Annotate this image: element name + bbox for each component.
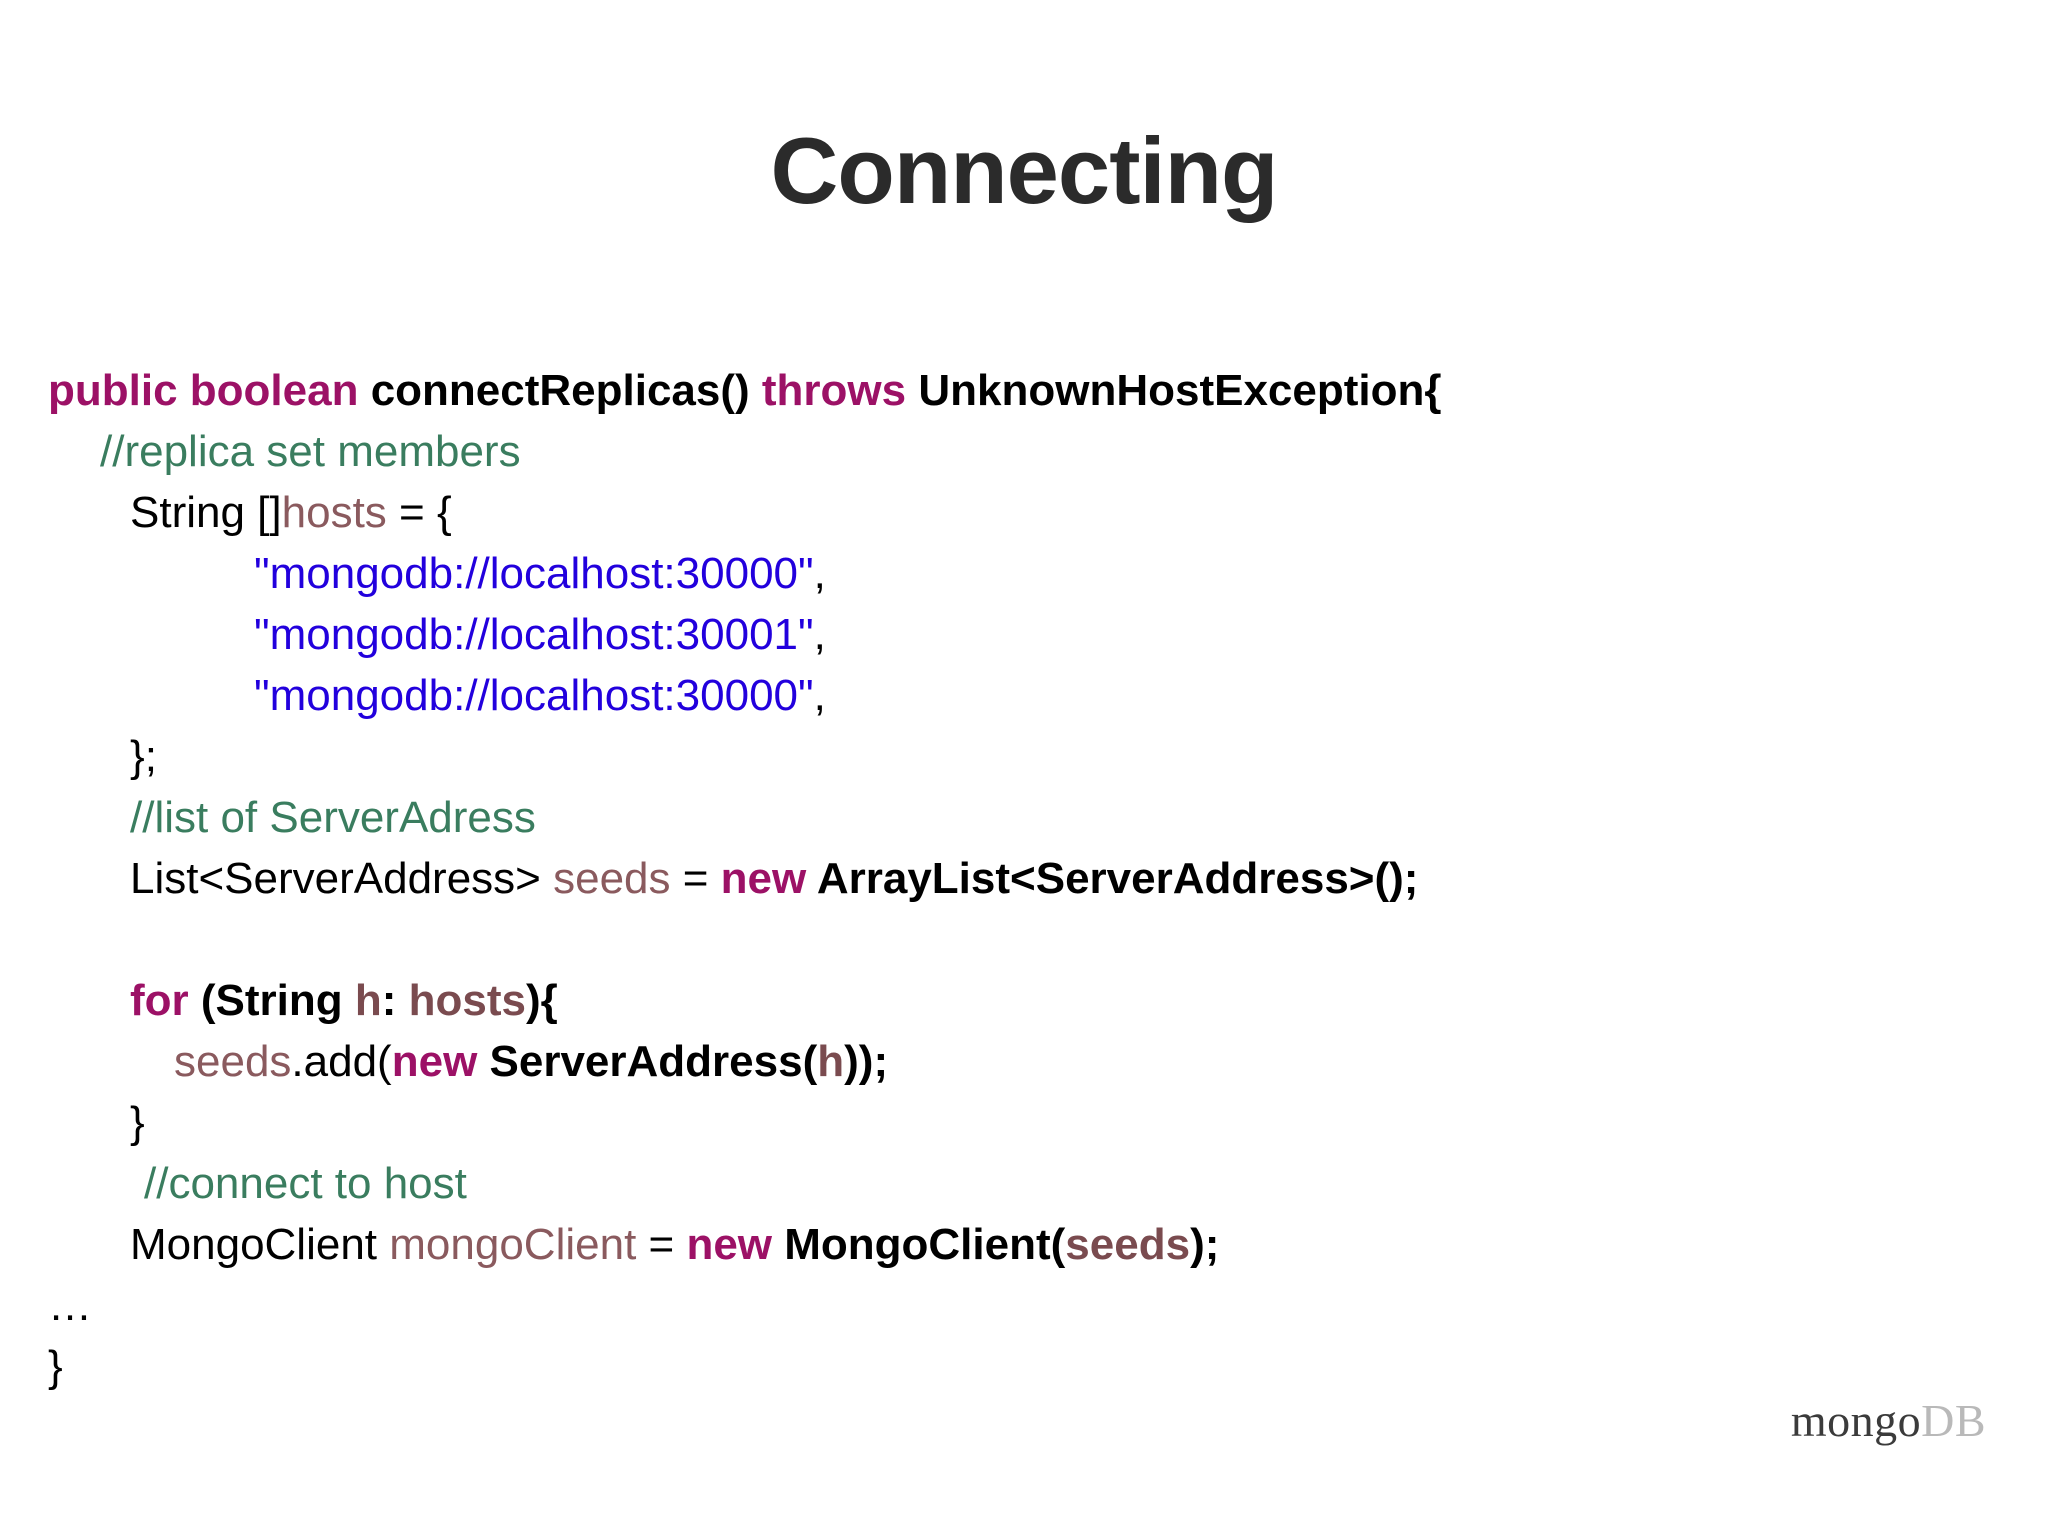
code-token: //list of ServerAdress — [130, 793, 536, 842]
code-token: seeds — [553, 854, 671, 903]
code-token: (String — [200, 976, 355, 1025]
code-token: ){ — [526, 976, 558, 1025]
code-token: "mongodb://localhost:30000" — [254, 549, 814, 598]
code-line: MongoClient mongoClient = new MongoClien… — [48, 1214, 1968, 1275]
code-line: //list of ServerAdress — [48, 787, 1968, 848]
code-token: connectReplicas() — [370, 366, 762, 415]
code-token: MongoClient — [130, 1220, 390, 1269]
code-line: … — [48, 1275, 1968, 1336]
code-token: : — [381, 976, 409, 1025]
code-token: hosts — [408, 976, 527, 1025]
code-line: } — [48, 1092, 1968, 1153]
code-token: = — [670, 854, 721, 903]
code-token: "mongodb://localhost:30001" — [254, 610, 814, 659]
code-token: seeds — [174, 1037, 292, 1086]
mongodb-logo: mongoDB — [1743, 1341, 1986, 1500]
code-token: h — [817, 1037, 845, 1086]
code-token: )); — [844, 1037, 889, 1086]
code-token: ArrayList<ServerAddress>(); — [816, 854, 1419, 903]
code-line: for (String h: hosts){ — [48, 970, 1968, 1031]
code-line: String []hosts = { — [48, 482, 1968, 543]
code-token: seeds — [1065, 1220, 1191, 1269]
code-token: UnknownHostException{ — [918, 366, 1442, 415]
code-token: new — [720, 854, 817, 903]
code-token: , — [813, 671, 826, 720]
page-title: Connecting — [770, 118, 1279, 223]
code-line: //replica set members — [48, 421, 1968, 482]
code-token: h — [354, 976, 382, 1025]
code-line: List<ServerAddress> seeds = new ArrayLis… — [48, 848, 1968, 909]
code-token: mongoClient — [389, 1220, 637, 1269]
code-token: , — [813, 549, 826, 598]
code-token: public boolean — [48, 366, 371, 415]
code-line: public boolean connectReplicas() throws … — [48, 360, 1968, 421]
code-token: "mongodb://localhost:30000" — [254, 671, 814, 720]
code-token: .add( — [291, 1037, 392, 1086]
code-line: "mongodb://localhost:30000", — [48, 665, 1968, 726]
code-token: }; — [130, 732, 157, 781]
code-line: //connect to host — [48, 1153, 1968, 1214]
code-token: … — [48, 1281, 92, 1330]
code-token: } — [48, 1342, 63, 1391]
code-token: new — [391, 1037, 490, 1086]
code-token: MongoClient( — [784, 1220, 1066, 1269]
code-token: , — [813, 610, 826, 659]
code-token: for — [130, 976, 201, 1025]
code-token: ServerAddress( — [489, 1037, 818, 1086]
logo-db-text: DB — [1921, 1395, 1986, 1446]
code-line: "mongodb://localhost:30001", — [48, 604, 1968, 665]
code-token: //connect to host — [144, 1159, 467, 1208]
code-token: //replica set members — [100, 427, 521, 476]
code-line: seeds.add(new ServerAddress(h)); — [48, 1031, 1968, 1092]
code-block: public boolean connectReplicas() throws … — [48, 360, 1968, 1397]
code-token: List<ServerAddress> — [130, 854, 554, 903]
code-token: throws — [761, 366, 919, 415]
code-line: }; — [48, 726, 1968, 787]
code-line: } — [48, 1336, 1968, 1397]
logo-mongo-text: mongo — [1790, 1395, 1922, 1446]
code-line: "mongodb://localhost:30000", — [48, 543, 1968, 604]
code-token: = { — [386, 488, 452, 537]
code-line — [48, 909, 1968, 970]
code-token: ); — [1190, 1220, 1220, 1269]
code-token: String [] — [130, 488, 282, 537]
code-token: new — [686, 1220, 785, 1269]
code-token: = — [636, 1220, 687, 1269]
code-token: } — [130, 1098, 145, 1147]
code-token: hosts — [281, 488, 387, 537]
